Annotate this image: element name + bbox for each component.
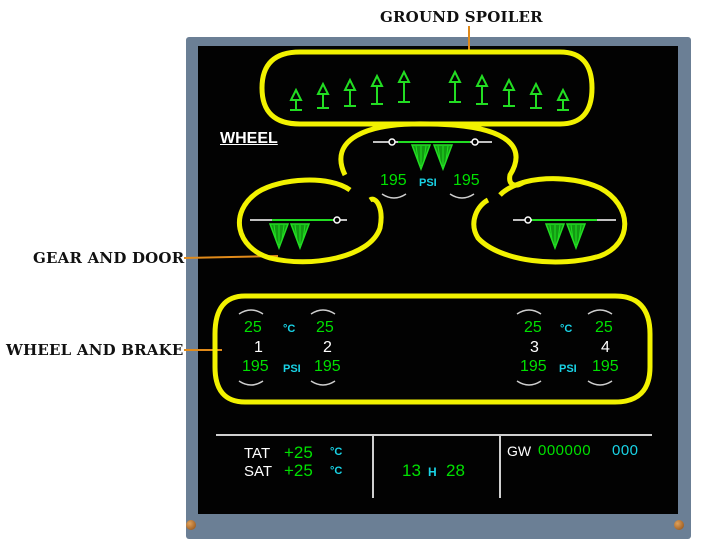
spoiler-arrow-icon: [448, 69, 462, 103]
tat-unit: °C: [330, 446, 343, 458]
brake-psi-unit: PSI: [283, 363, 301, 375]
ground-spoiler-arrows: [289, 69, 570, 111]
nose-gear-symbol: [373, 138, 492, 172]
screw-icon: [674, 520, 684, 530]
sat-label: SAT: [244, 463, 273, 480]
brake-temp-1: 25: [244, 319, 262, 336]
highlight-outlines: [212, 49, 653, 405]
clock-hours: 13: [402, 461, 421, 480]
page-title: WHEEL: [220, 130, 278, 147]
brake-temp-unit: °C: [560, 323, 573, 335]
spoiler-arrow-icon: [397, 69, 411, 103]
gear-and-door-callout: GEAR AND DOOR: [33, 249, 185, 267]
wheel-label-1: 1: [254, 339, 263, 356]
brake-temp-unit: °C: [283, 323, 296, 335]
screw-icon: [186, 520, 196, 530]
brake-pressure-3: 195: [520, 358, 547, 375]
hyd-right-value: 195: [453, 172, 480, 189]
tat-label: TAT: [244, 445, 271, 462]
spoiler-arrow-icon: [475, 73, 489, 105]
brake-pressure-1: 195: [242, 358, 269, 375]
spoiler-arrow-icon: [529, 81, 543, 109]
gear-highlight-left: [237, 177, 384, 265]
hyd-left-value: 195: [380, 172, 407, 189]
spoiler-arrow-icon: [556, 87, 570, 111]
spoiler-arrow-icon: [370, 73, 384, 105]
gw-label: GW: [507, 443, 532, 459]
brake-temp-3: 25: [524, 319, 542, 336]
spoiler-arrow-icon: [316, 81, 330, 109]
brake-temp-4: 25: [595, 319, 613, 336]
gear-highlight-right: [471, 176, 628, 265]
brake-psi-unit: PSI: [559, 363, 577, 375]
brake-pressure-4: 195: [592, 358, 619, 375]
brake-temp-2: 25: [316, 319, 334, 336]
gw-unit: 000: [612, 442, 639, 459]
spoiler-arrow-icon: [502, 77, 516, 107]
tat-value: +25: [284, 443, 313, 462]
wheel-and-brake-highlight: [212, 293, 653, 405]
ground-spoiler-callout: GROUND SPOILER: [380, 8, 543, 26]
spoiler-arrow-icon: [289, 87, 303, 111]
brake-pressure-2: 195: [314, 358, 341, 375]
brake-arc-brackets: [238, 193, 613, 386]
left-gear-symbol: [250, 216, 347, 251]
clock-separator: H: [428, 465, 437, 479]
ground-spoiler-highlight: [259, 49, 595, 127]
sat-value: +25: [284, 461, 313, 480]
spoiler-arrow-icon: [343, 77, 357, 107]
clock-minutes: 28: [446, 461, 465, 480]
wheel-label-3: 3: [530, 339, 539, 356]
sat-unit: °C: [330, 465, 343, 477]
wheel-and-brake-callout: WHEEL AND BRAKE: [6, 341, 184, 359]
hyd-unit: PSI: [419, 177, 437, 189]
gear-highlight-nose: [338, 121, 526, 188]
gw-value: 000000: [538, 442, 592, 459]
wheel-label-4: 4: [601, 339, 610, 356]
bottom-panel-dividers: [216, 434, 652, 498]
wheel-label-2: 2: [323, 339, 332, 356]
right-gear-symbol: [513, 216, 616, 251]
